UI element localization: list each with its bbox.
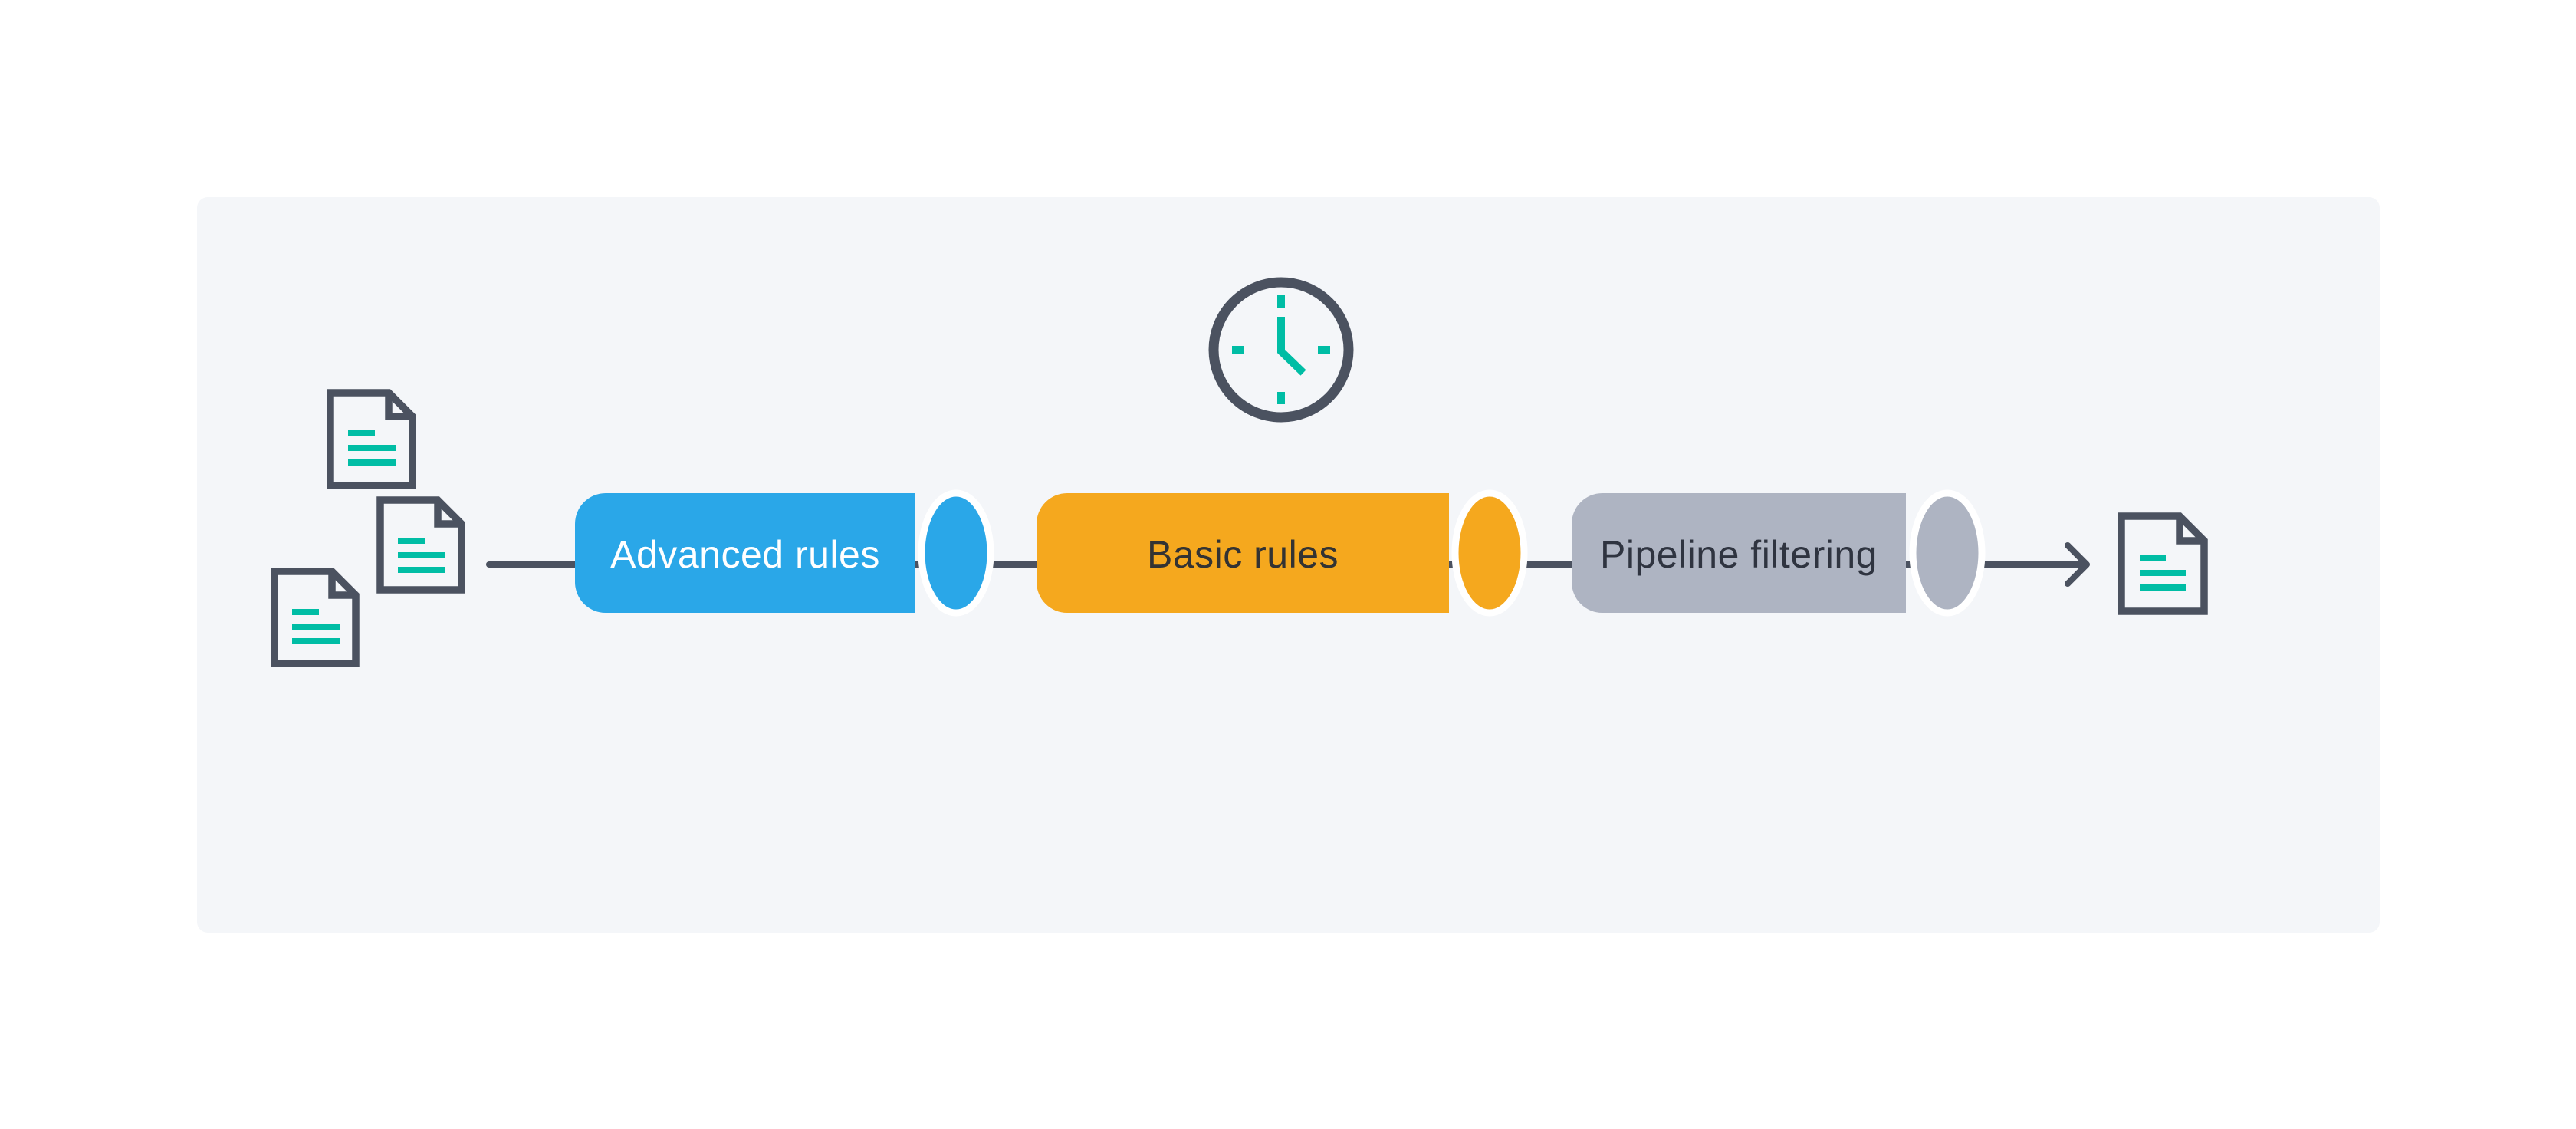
cylinder-pipeline-filtering	[1572, 489, 1986, 617]
cylinder-end-cap	[1909, 489, 1986, 617]
stage-label-basic-rules: Basic rules	[1146, 533, 1339, 576]
stage-label-advanced-rules: Advanced rules	[610, 533, 880, 576]
stage-label-pipeline-filtering: Pipeline filtering	[1600, 533, 1878, 576]
cylinder-body	[1037, 493, 1449, 613]
cylinder-body	[1572, 493, 1906, 613]
clock-icon	[1208, 277, 1354, 423]
cylinder-end-cap	[918, 489, 994, 617]
document-icon	[2118, 512, 2208, 615]
cylinder-advanced-rules	[575, 489, 994, 617]
input-documents	[271, 389, 465, 667]
arrow-right-icon	[2065, 542, 2090, 587]
cylinder-body	[575, 493, 915, 613]
document-icon	[327, 389, 416, 489]
cylinder-end-cap	[1451, 489, 1528, 617]
cylinder-basic-rules	[1037, 489, 1528, 617]
document-icon	[271, 568, 360, 667]
document-icon	[376, 496, 465, 594]
